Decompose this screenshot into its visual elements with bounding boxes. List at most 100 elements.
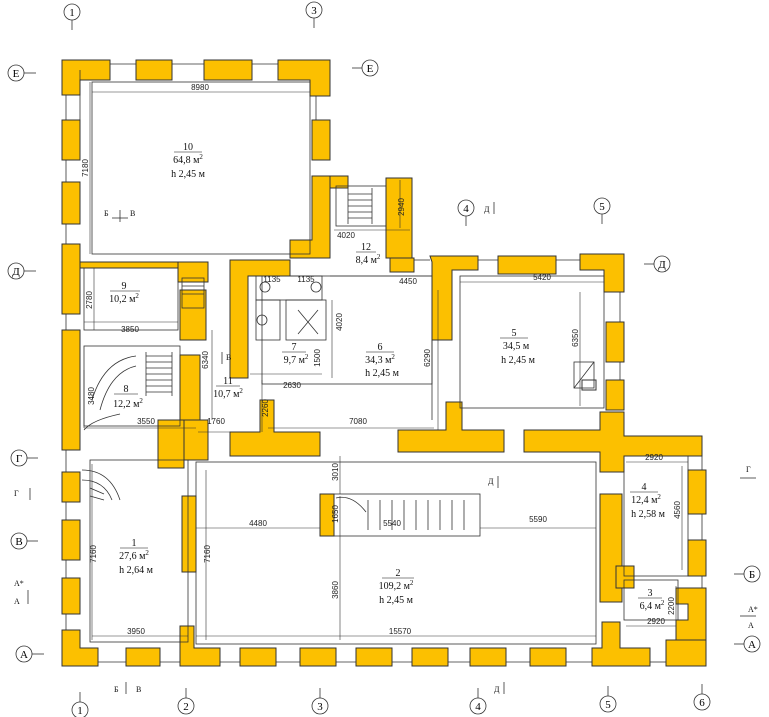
- svg-text:6290: 6290: [423, 349, 432, 367]
- svg-text:А: А: [748, 639, 756, 651]
- svg-text:Г: Г: [16, 453, 22, 465]
- svg-text:Д: Д: [494, 685, 500, 694]
- svg-text:3010: 3010: [331, 463, 340, 481]
- svg-text:Д: Д: [488, 477, 494, 486]
- svg-text:2920: 2920: [645, 453, 663, 462]
- svg-text:Д: Д: [658, 259, 666, 271]
- svg-text:1500: 1500: [313, 349, 322, 367]
- svg-text:6: 6: [699, 697, 705, 709]
- svg-text:5420: 5420: [533, 273, 551, 282]
- svg-text:4020: 4020: [337, 231, 355, 240]
- svg-text:3: 3: [648, 588, 653, 599]
- svg-text:4020: 4020: [335, 313, 344, 331]
- svg-text:Е: Е: [13, 68, 20, 80]
- svg-text:h 2,45 м: h 2,45 м: [501, 355, 536, 366]
- svg-text:8980: 8980: [191, 83, 209, 92]
- svg-text:9: 9: [122, 281, 127, 292]
- svg-text:1: 1: [132, 538, 137, 549]
- svg-text:10,7 м2: 10,7 м2: [213, 387, 243, 400]
- svg-text:2780: 2780: [85, 291, 94, 309]
- svg-text:12,4 м2: 12,4 м2: [631, 493, 661, 506]
- room-11: 11 10,7 м2: [213, 376, 243, 400]
- svg-text:3: 3: [311, 5, 317, 17]
- svg-text:h 2,58 м: h 2,58 м: [631, 509, 666, 520]
- svg-text:34,3 м2: 34,3 м2: [365, 353, 395, 366]
- svg-text:10: 10: [183, 142, 193, 153]
- svg-text:8,4 м2: 8,4 м2: [356, 253, 381, 266]
- svg-text:4: 4: [475, 701, 481, 713]
- svg-text:Д: Д: [12, 266, 20, 278]
- svg-text:7160: 7160: [89, 545, 98, 563]
- svg-text:4: 4: [463, 203, 469, 215]
- svg-text:Г: Г: [14, 489, 19, 498]
- grid-axis-labels: 1 3 Е Е Д 4 5 Д Г В Б А А 1 2 3 4 5 6: [12, 5, 756, 717]
- svg-text:2920: 2920: [647, 617, 665, 626]
- svg-text:2200: 2200: [667, 597, 676, 615]
- room-3: 3 6,4 м2: [638, 588, 665, 612]
- svg-text:7180: 7180: [81, 159, 90, 177]
- svg-text:2630: 2630: [283, 381, 301, 390]
- svg-text:3850: 3850: [121, 325, 139, 334]
- svg-text:1: 1: [77, 705, 83, 717]
- svg-text:15570: 15570: [389, 627, 412, 636]
- svg-text:5: 5: [512, 328, 517, 339]
- svg-text:2940: 2940: [397, 198, 406, 216]
- grid-axes: [7, 1, 761, 717]
- svg-text:1760: 1760: [207, 417, 225, 426]
- svg-text:6350: 6350: [571, 329, 580, 347]
- svg-text:64,8 м2: 64,8 м2: [173, 153, 203, 166]
- room-10: 10 64,8 м2 h 2,45 м: [171, 142, 206, 180]
- svg-text:6: 6: [378, 342, 383, 353]
- svg-text:h 2,45 м: h 2,45 м: [379, 595, 414, 606]
- svg-text:11: 11: [223, 376, 233, 387]
- room-2: 2 109,2 м2 h 2,45 м: [379, 568, 414, 606]
- svg-text:6340: 6340: [201, 351, 210, 369]
- svg-text:1: 1: [69, 7, 75, 19]
- svg-text:10,2 м2: 10,2 м2: [109, 292, 139, 305]
- svg-text:8: 8: [124, 384, 129, 395]
- svg-text:2: 2: [183, 701, 189, 713]
- svg-text:4450: 4450: [399, 277, 417, 286]
- svg-text:А: А: [20, 649, 28, 661]
- svg-text:h 2,64 м: h 2,64 м: [119, 565, 154, 576]
- svg-text:В: В: [136, 685, 141, 694]
- room-1: 1 27,6 м2 h 2,64 м: [119, 538, 154, 576]
- dimension-lines: [83, 82, 688, 640]
- svg-text:h 2,45 м: h 2,45 м: [171, 169, 206, 180]
- room-5: 5 34,5 м h 2,45 м: [500, 328, 536, 366]
- svg-text:3860: 3860: [331, 581, 340, 599]
- svg-text:3: 3: [317, 701, 323, 713]
- svg-text:4560: 4560: [673, 501, 682, 519]
- svg-text:В: В: [130, 209, 135, 218]
- svg-text:2: 2: [396, 568, 401, 579]
- room-9: 9 10,2 м2: [109, 281, 140, 305]
- svg-text:Б: Б: [114, 685, 119, 694]
- svg-text:12,2 м2: 12,2 м2: [113, 397, 143, 410]
- room-12: 12 8,4 м2: [356, 242, 381, 266]
- svg-text:3550: 3550: [137, 417, 155, 426]
- svg-text:В: В: [226, 353, 231, 362]
- svg-text:12: 12: [361, 242, 371, 253]
- svg-text:А: А: [748, 621, 754, 630]
- svg-text:34,5 м: 34,5 м: [503, 341, 530, 352]
- svg-text:h 2,45 м: h 2,45 м: [365, 368, 400, 379]
- svg-text:7: 7: [292, 342, 297, 353]
- svg-text:5590: 5590: [529, 515, 547, 524]
- svg-text:1135: 1135: [263, 275, 281, 284]
- room-7: 7 9,7 м2: [282, 342, 309, 366]
- svg-text:Б: Б: [104, 209, 109, 218]
- room-8: 8 12,2 м2: [113, 384, 143, 410]
- room-labels: 10 64,8 м2 h 2,45 м 12 8,4 м2 9 10,2 м2 …: [109, 142, 666, 612]
- svg-text:1135: 1135: [297, 275, 315, 284]
- svg-text:А*: А*: [748, 605, 758, 614]
- svg-text:3950: 3950: [127, 627, 145, 636]
- svg-text:7160: 7160: [203, 545, 212, 563]
- svg-text:5: 5: [599, 201, 605, 213]
- room-6: 6 34,3 м2 h 2,45 м: [365, 342, 400, 379]
- svg-text:Г: Г: [746, 465, 751, 474]
- svg-text:5540: 5540: [383, 519, 401, 528]
- room-4: 4 12,4 м2 h 2,58 м: [630, 482, 666, 520]
- svg-text:Е: Е: [367, 63, 374, 75]
- svg-text:4480: 4480: [249, 519, 267, 528]
